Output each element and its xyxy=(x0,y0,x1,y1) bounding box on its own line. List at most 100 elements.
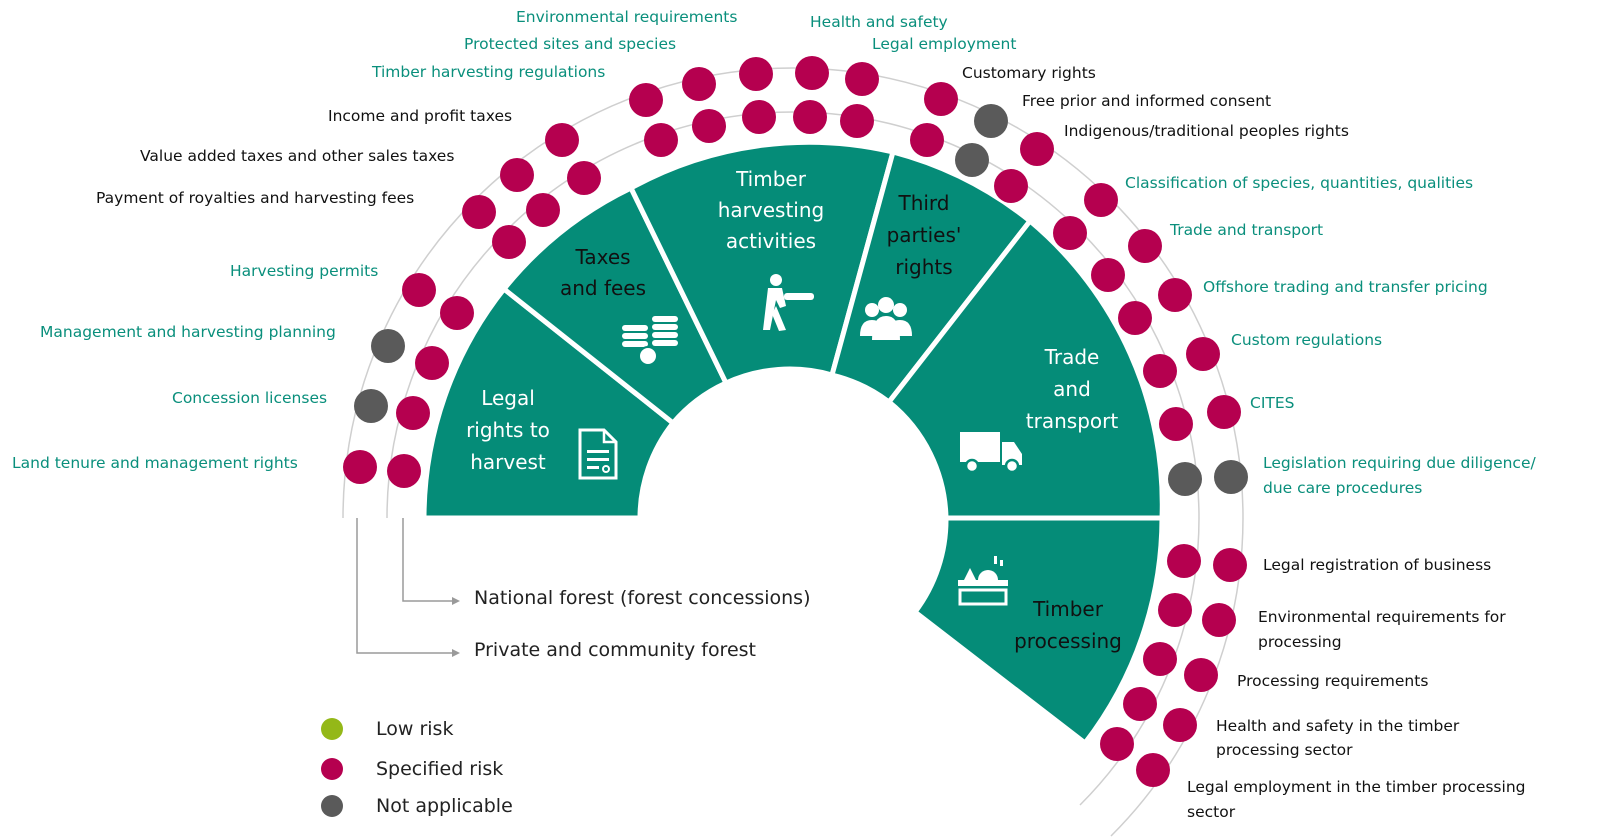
label-employment-processing-line2: sector xyxy=(1187,803,1236,821)
risk-dot-royalties-2 xyxy=(492,225,526,259)
label-royalties: Payment of royalties and harvesting fees xyxy=(96,189,414,207)
processing-label-2: processing xyxy=(1014,629,1122,653)
chainsaw-worker-icon xyxy=(763,274,814,331)
label-hs-processing-line1: Health and safety in the timber xyxy=(1216,717,1460,735)
risk-dot-management-planning-2 xyxy=(371,329,405,363)
risk-dot-cites-2 xyxy=(1159,407,1193,441)
timber-label-1: Timber xyxy=(735,167,807,191)
risk-dot-harvesting-permits-2 xyxy=(440,296,474,330)
risk-dot-management-planning-1 xyxy=(415,346,449,380)
segment-legal-rights xyxy=(421,285,677,521)
label-protected-sites: Protected sites and species xyxy=(464,35,676,53)
risk-dot-land-tenure-2 xyxy=(387,454,421,488)
risk-dot-royalties-1 xyxy=(462,195,496,229)
sawmill-icon xyxy=(958,556,1008,606)
label-trade-transport: Trade and transport xyxy=(1169,221,1323,239)
risk-dot-concession-licenses-2 xyxy=(354,389,388,423)
trade-label-1: Trade xyxy=(1044,345,1100,369)
risk-dot-offshore-2 xyxy=(1118,301,1152,335)
risk-dot-classification-2 xyxy=(1053,216,1087,250)
segment-timber-processing xyxy=(911,515,1165,747)
label-env-processing-line1: Environmental requirements for xyxy=(1258,608,1506,626)
ring-key: National forest (forest concessions) Pri… xyxy=(356,518,811,661)
segment-labels: Legal rights to harvest Taxes and fees T… xyxy=(466,167,1122,653)
risk-dot-env-requirements-2 xyxy=(742,100,776,134)
risk-dot-trade-transport-1 xyxy=(1128,229,1162,263)
risk-dot-protected-sites-1 xyxy=(682,67,716,101)
label-due-diligence-line1: Legislation requiring due diligence/ xyxy=(1263,454,1536,472)
taxes-label-1: Taxes xyxy=(574,245,630,269)
risk-dot-customary-rights-2 xyxy=(910,123,944,157)
legend-low-label: Low risk xyxy=(376,718,453,740)
risk-dot-employment-processing-2 xyxy=(1100,727,1134,761)
legend: Low risk Specified risk Not applicable xyxy=(321,718,513,817)
risk-dot-env-processing-2 xyxy=(1158,593,1192,627)
label-legal-registration: Legal registration of business xyxy=(1263,556,1491,574)
legal-label-2: rights to xyxy=(466,418,550,442)
trade-label-3: transport xyxy=(1026,409,1119,433)
label-legal-employment: Legal employment xyxy=(872,35,1016,53)
label-indigenous-rights: Indigenous/traditional peoples rights xyxy=(1064,122,1349,140)
timber-label-3: activities xyxy=(726,229,816,253)
risk-dot-env-processing-1 xyxy=(1202,603,1236,637)
risk-dot-cites-1 xyxy=(1207,395,1241,429)
risk-dots xyxy=(343,56,1248,787)
ring-key-national: National forest (forest concessions) xyxy=(474,587,811,609)
timber-label-2: harvesting xyxy=(718,198,824,222)
label-management-planning: Management and harvesting planning xyxy=(40,323,336,341)
legal-label-1: Legal xyxy=(481,386,535,410)
risk-dot-timber-regs-2 xyxy=(644,123,678,157)
risk-dot-custom-regs-2 xyxy=(1143,354,1177,388)
label-offshore: Offshore trading and transfer pricing xyxy=(1203,278,1488,296)
legal-label-3: harvest xyxy=(470,450,546,474)
document-icon xyxy=(578,428,618,480)
label-employment-processing-line1: Legal employment in the timber processin… xyxy=(1187,778,1525,796)
label-concession-licenses: Concession licenses xyxy=(172,389,327,407)
risk-dot-legal-registration-1 xyxy=(1213,548,1247,582)
risk-dot-indigenous-rights-2 xyxy=(994,169,1028,203)
risk-dot-fpic-2 xyxy=(955,143,989,177)
risk-dot-legal-employment-2 xyxy=(840,104,874,138)
risk-dot-health-safety-1 xyxy=(795,56,829,90)
risk-dot-concession-licenses-1 xyxy=(396,396,430,430)
risk-dot-custom-regs-1 xyxy=(1186,337,1220,371)
label-cites: CITES xyxy=(1250,394,1295,412)
risk-dot-harvesting-permits-1 xyxy=(402,273,436,307)
trade-label-2: and xyxy=(1053,377,1091,401)
legend-na-swatch xyxy=(321,795,343,817)
legend-specified-swatch xyxy=(321,758,343,780)
risk-dot-timber-regs-1 xyxy=(629,83,663,117)
risk-dot-legal-employment-1 xyxy=(845,62,879,96)
risk-dot-income-tax-1 xyxy=(545,123,579,157)
risk-dot-fpic-1 xyxy=(974,104,1008,138)
risk-dot-customary-rights-1 xyxy=(924,82,958,116)
label-income-tax: Income and profit taxes xyxy=(328,107,512,125)
third-label-1: Third xyxy=(897,191,949,215)
label-hs-processing-line2: processing sector xyxy=(1216,741,1353,759)
ring-key-private: Private and community forest xyxy=(474,639,756,661)
legend-low-swatch xyxy=(321,718,343,740)
risk-dot-income-tax-2 xyxy=(567,161,601,195)
risk-dot-due-diligence-1 xyxy=(1214,460,1248,494)
risk-dot-vat-1 xyxy=(500,158,534,192)
label-fpic: Free prior and informed consent xyxy=(1022,92,1271,110)
risk-dot-indigenous-rights-1 xyxy=(1020,132,1054,166)
risk-dot-hs-processing-2 xyxy=(1123,687,1157,721)
label-custom-regs: Custom regulations xyxy=(1231,331,1382,349)
risk-dot-hs-processing-1 xyxy=(1163,708,1197,742)
label-customary-rights: Customary rights xyxy=(962,64,1096,82)
risk-dot-env-requirements-1 xyxy=(739,57,773,91)
segment-timber-harvesting xyxy=(627,139,897,387)
label-due-diligence-line2: due care procedures xyxy=(1263,479,1422,497)
risk-dot-legal-registration-2 xyxy=(1167,544,1201,578)
risk-dot-protected-sites-2 xyxy=(692,109,726,143)
risk-dot-processing-req-2 xyxy=(1143,642,1177,676)
label-health-safety: Health and safety xyxy=(810,13,948,31)
risk-dot-health-safety-2 xyxy=(793,100,827,134)
risk-dot-due-diligence-2 xyxy=(1168,462,1202,496)
risk-dot-employment-processing-1 xyxy=(1136,753,1170,787)
label-land-tenure: Land tenure and management rights xyxy=(12,454,298,472)
people-icon xyxy=(860,297,912,340)
risk-dot-land-tenure-1 xyxy=(343,450,377,484)
risk-dot-processing-req-1 xyxy=(1184,658,1218,692)
